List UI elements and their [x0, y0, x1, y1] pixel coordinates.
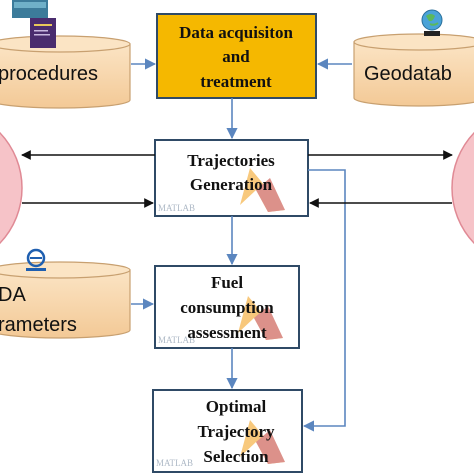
- bada-label-line-2: rameters: [0, 314, 77, 336]
- fuel-consumption-box: MATLAB Fuel consumption assessment: [154, 265, 300, 349]
- right-side-circle: [451, 131, 474, 245]
- acquisition-line-3: treatment: [200, 72, 272, 91]
- geodatabase-database: Geodatab: [353, 33, 474, 107]
- matlab-watermark: MATLAB: [158, 203, 195, 213]
- trajectories-line-2: Generation: [190, 175, 273, 194]
- matlab-watermark: MATLAB: [158, 335, 195, 345]
- arrow-trajectories-to-optimal-bypass: [302, 169, 346, 432]
- procedures-label: procedures: [0, 63, 98, 85]
- fuel-line-2: consumption: [180, 298, 274, 317]
- bada-database: DA rameters: [0, 261, 131, 339]
- geodatabase-label: Geodatab: [364, 63, 452, 85]
- optimal-line-1: Optimal: [206, 397, 267, 416]
- trajectories-generation-box: MATLAB Trajectories Generation: [154, 139, 309, 217]
- optimal-selection-box: MATLAB Optimal Trajectory Selection: [152, 389, 303, 473]
- eurocontrol-logo-icon: [26, 248, 46, 271]
- fuel-line-1: Fuel: [211, 273, 243, 292]
- trajectories-line-1: Trajectories: [187, 151, 275, 170]
- procedures-database: procedures: [0, 35, 131, 109]
- matlab-logo-icon: [240, 168, 285, 212]
- optimal-line-3: Selection: [203, 447, 269, 466]
- optimal-line-2: Trajectory: [197, 422, 275, 441]
- bada-label-line-1: DA: [0, 284, 26, 306]
- matlab-watermark: MATLAB: [156, 458, 193, 468]
- globe-icon: [421, 9, 443, 36]
- left-side-circle: [0, 131, 23, 245]
- acquisition-line-2: and: [222, 47, 250, 66]
- data-acquisition-box: Data acquisiton and treatment: [156, 13, 317, 99]
- acquisition-line-1: Data acquisiton: [179, 23, 293, 42]
- matlab-logo-icon: [240, 420, 285, 464]
- matlab-logo-icon: [238, 296, 283, 340]
- fuel-line-3: assessment: [187, 323, 267, 342]
- document-covers-icon: [12, 0, 56, 48]
